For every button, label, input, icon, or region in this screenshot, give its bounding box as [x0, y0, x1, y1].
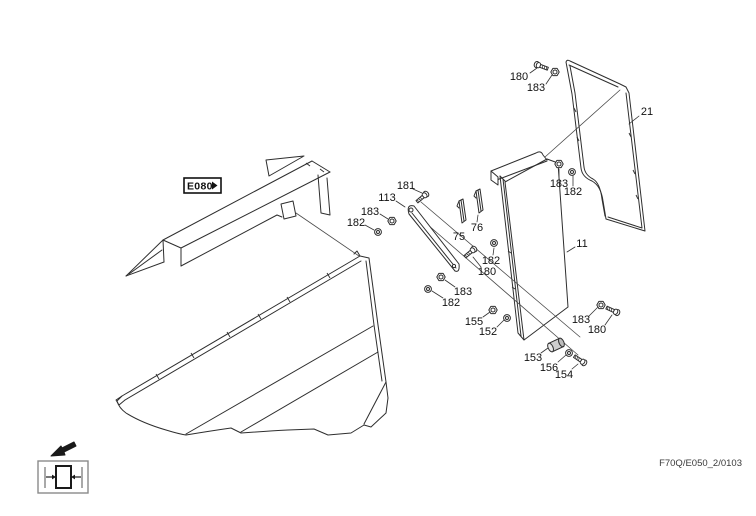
part-callout: 155 — [465, 316, 483, 328]
part-callout: 182 — [442, 297, 460, 309]
screw-180-center — [462, 244, 479, 260]
drawing-code: F70Q/E050_2/0103 — [659, 458, 742, 469]
part-callout: 75 — [453, 231, 465, 243]
part-callout: 153 — [524, 352, 542, 364]
nut-183-right — [596, 300, 606, 310]
part-callout: 76 — [471, 222, 483, 234]
part-callout: 183 — [550, 178, 568, 190]
nut-183-left — [387, 216, 397, 226]
panel-clamp-symbol-icon — [37, 460, 89, 494]
part-callout: 183 — [572, 314, 590, 326]
washer-156 — [565, 349, 573, 357]
nut-183-lower — [436, 272, 446, 282]
part-callout: 182 — [347, 217, 365, 229]
washer-182-lower — [424, 285, 432, 293]
reference-label: E080 — [187, 181, 213, 193]
reference-box-e080: E080 — [183, 177, 222, 194]
nut-155 — [488, 305, 498, 315]
nut-183-mid — [554, 159, 564, 169]
alignment-line-brace-to-bolt — [412, 211, 579, 356]
washer-182-center — [490, 239, 498, 247]
cover-beam — [125, 155, 331, 277]
part-callout: 182 — [564, 186, 582, 198]
nut-183-top — [550, 67, 560, 77]
part-callout: 183 — [527, 82, 545, 94]
part-callout: 183 — [454, 286, 472, 298]
part-callout: 183 — [361, 206, 379, 218]
screw-154 — [572, 353, 589, 368]
part-callout: 113 — [378, 192, 396, 204]
part-callout: 11 — [576, 238, 587, 250]
washer-152 — [503, 314, 511, 322]
washer-182-mid — [568, 168, 576, 176]
diagonal-brace-113 — [407, 205, 460, 272]
leader-lines — [364, 67, 640, 370]
part-callout: 182 — [482, 255, 500, 267]
screw-180-right — [604, 304, 622, 317]
shim-strip-76 — [473, 188, 484, 214]
screw-181 — [414, 189, 431, 205]
rivet-ticks — [155, 272, 331, 380]
direction-arrow-icon — [50, 441, 77, 457]
alignment-line-rail-to-frame — [544, 89, 621, 158]
part-callout: 21 — [641, 106, 653, 118]
part-callout: 181 — [397, 180, 415, 192]
part-callouts: 180 183 21 183 182 181 113 183 182 75 76… — [347, 71, 653, 381]
part-callout: 180 — [510, 71, 528, 83]
washer-182-left — [374, 228, 382, 236]
alignment-line-beam-to-panel — [295, 212, 360, 257]
rear-frame-panel-21 — [565, 59, 646, 232]
part-callout: 180 — [478, 266, 496, 278]
center-shield-panel-11 — [490, 151, 569, 341]
spacer-bushing-153 — [545, 336, 567, 354]
shim-strip-75 — [456, 198, 467, 224]
screw-180-top — [532, 60, 550, 73]
arrow-right-icon — [212, 181, 218, 190]
part-callout: 154 — [555, 369, 573, 381]
part-callout: 180 — [588, 324, 606, 336]
part-callout: 156 — [540, 362, 558, 374]
main-side-panel — [115, 250, 389, 436]
part-callout: 152 — [479, 326, 497, 338]
alignment-line-upper — [420, 201, 581, 338]
